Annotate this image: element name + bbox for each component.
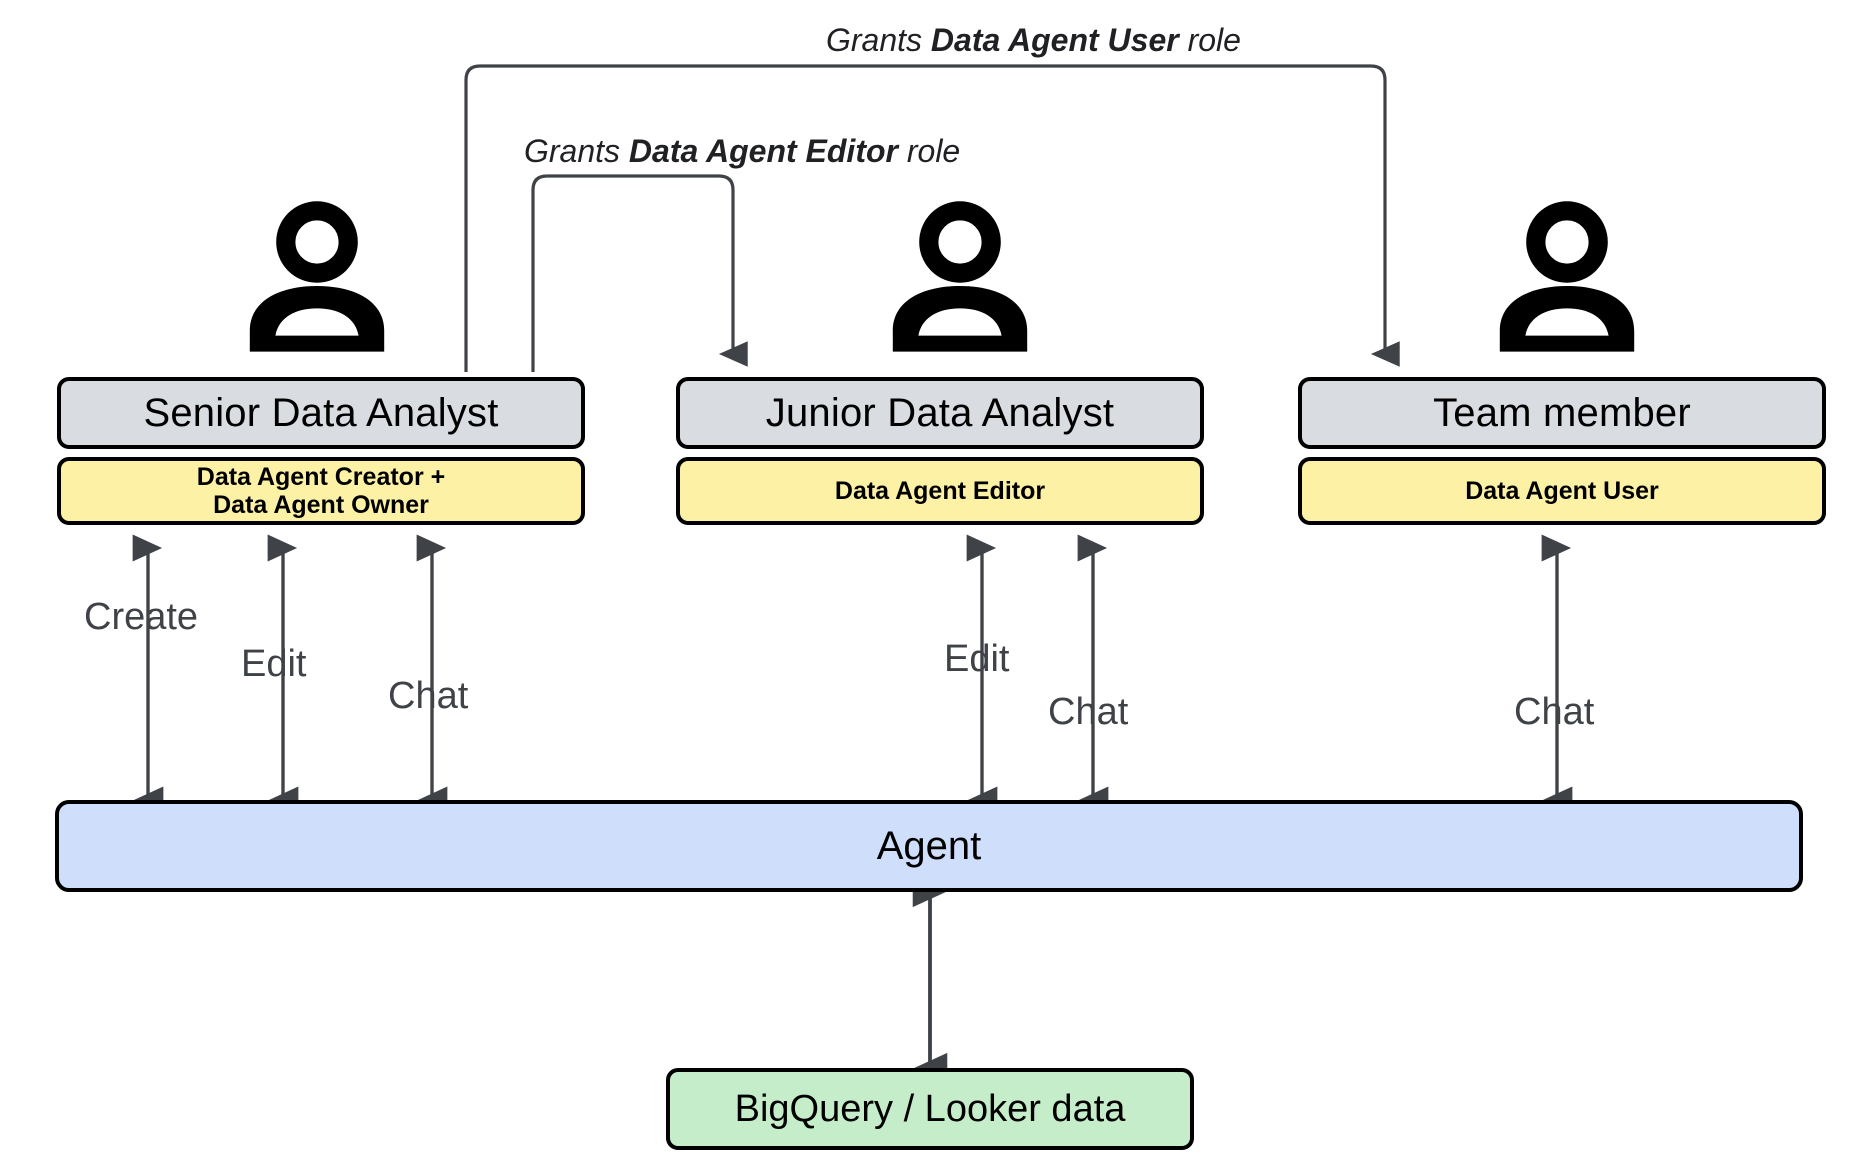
persona-grant-junior-data-analyst[interactable]: Data Agent Editor (676, 457, 1204, 525)
persona-grant-line-1: Data Agent Creator + (196, 463, 446, 491)
data-source-label: BigQuery / Looker data (734, 1087, 1126, 1130)
persona-title: Senior Data Analyst (143, 390, 499, 435)
persona-grant-team-member[interactable]: Data Agent User (1298, 457, 1826, 525)
edge-label-junior-edit: Edit (944, 638, 1010, 680)
grant-role: Data Agent Editor (628, 133, 898, 169)
persona-grant-line-2: Data Agent Owner (213, 491, 429, 519)
edge-label-team-chat: Chat (1514, 691, 1595, 733)
grant-prefix: Grants (524, 133, 629, 169)
agent-node[interactable]: Agent (55, 800, 1803, 892)
person-icon (892, 201, 1028, 352)
persona-header-senior-data-analyst[interactable]: Senior Data Analyst (57, 377, 585, 449)
person-icon (249, 201, 385, 352)
data-source-node[interactable]: BigQuery / Looker data (666, 1068, 1194, 1150)
grant-label-data-agent-editor: Grants Data Agent Editor role (524, 135, 960, 167)
edge-grants-data-agent-editor (531, 174, 748, 372)
persona-header-junior-data-analyst[interactable]: Junior Data Analyst (676, 377, 1204, 449)
persona-title: Team member (1433, 390, 1691, 435)
persona-grant-line-1: Data Agent User (1465, 477, 1659, 505)
agent-label: Agent (876, 823, 982, 868)
persona-header-team-member[interactable]: Team member (1298, 377, 1826, 449)
edge-label-senior-create: Create (84, 596, 199, 638)
grant-label-data-agent-user: Grants Data Agent User role (826, 24, 1241, 56)
persona-title: Junior Data Analyst (765, 390, 1115, 435)
grant-suffix: role (1178, 22, 1241, 58)
grant-role: Data Agent User (930, 22, 1179, 58)
grant-suffix: role (897, 133, 961, 169)
edge-label-senior-chat: Chat (388, 675, 469, 717)
persona-grant-line-1: Data Agent Editor (834, 477, 1046, 505)
edge-label-junior-chat: Chat (1048, 691, 1129, 733)
edge-label-senior-edit: Edit (241, 643, 307, 685)
grant-prefix: Grants (826, 22, 931, 58)
person-icon (1499, 201, 1635, 352)
persona-grant-senior-data-analyst[interactable]: Data Agent Creator + Data Agent Owner (57, 457, 585, 525)
